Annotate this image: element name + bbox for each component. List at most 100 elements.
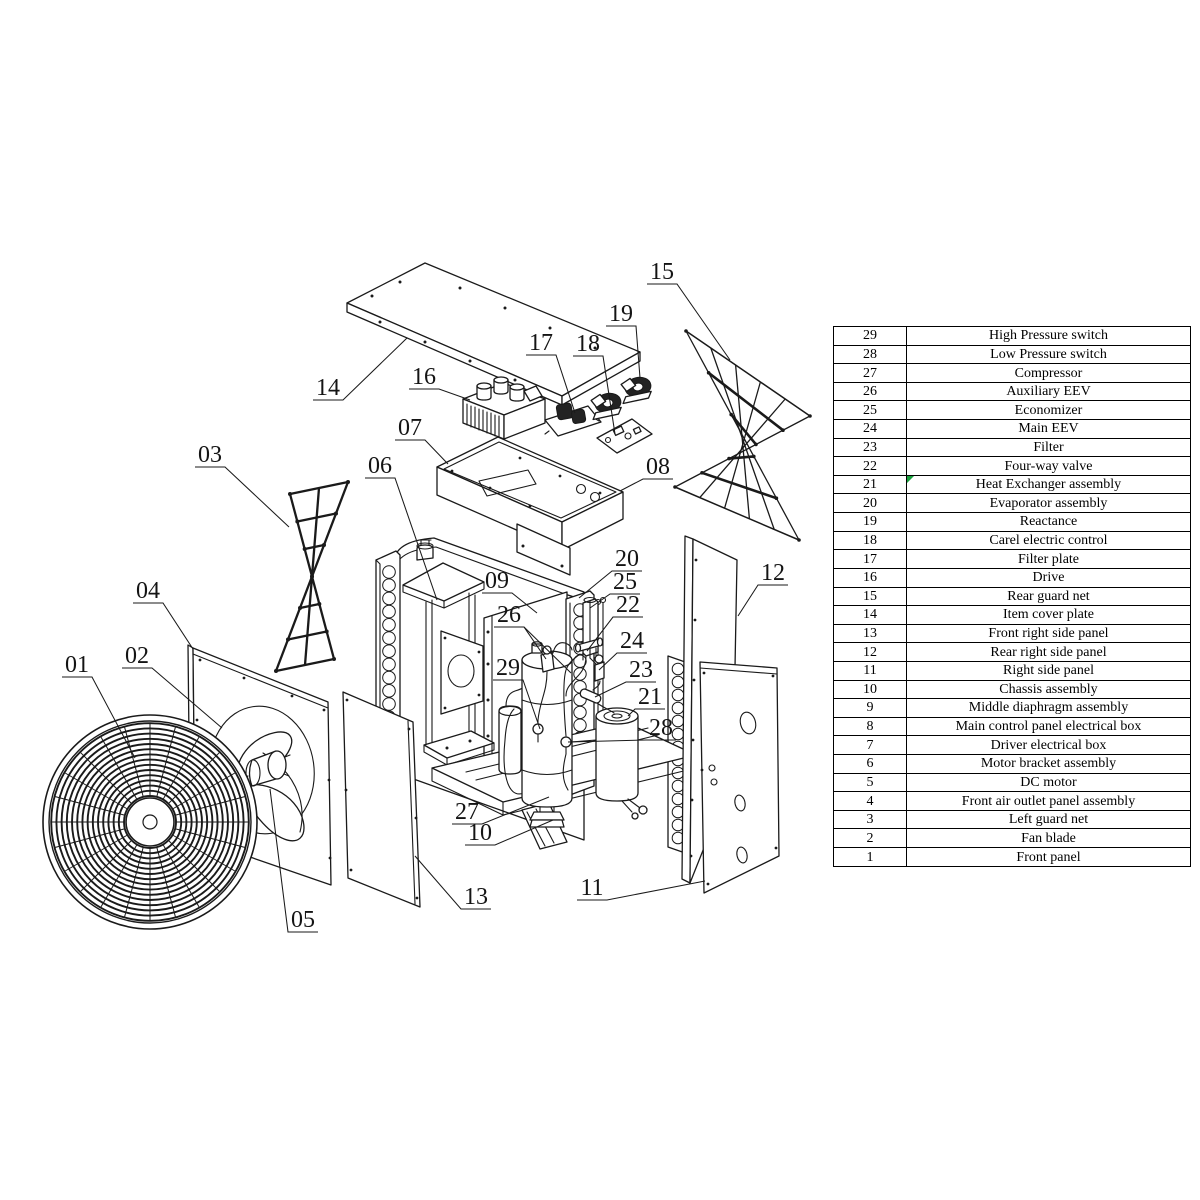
part-number-cell: 25 — [833, 400, 907, 421]
part-number-cell: 2 — [833, 828, 907, 849]
pipe-bonnet — [416, 544, 434, 561]
part-number-cell: 11 — [833, 660, 907, 681]
part-number-cell: 19 — [833, 512, 907, 532]
part-name-cell: Front panel — [906, 847, 1191, 867]
part-name-cell: Driver electrical box — [906, 735, 1191, 756]
front-right-side-panel — [342, 691, 421, 908]
compressor — [498, 641, 573, 828]
part-name-cell: Front air outlet panel assembly — [906, 791, 1191, 811]
low-pressure-switch — [560, 736, 597, 755]
part-number-cell: 24 — [833, 419, 907, 439]
part-label-text: 14 — [316, 375, 340, 401]
part-label-text: 01 — [65, 652, 89, 678]
part-name-cell: Middle diaphragm assembly — [906, 698, 1191, 718]
part-label-29: 29 — [493, 655, 541, 730]
part-name-cell: High Pressure switch — [906, 326, 1191, 346]
part-label-text: 27 — [455, 799, 479, 825]
part-number-cell: 14 — [833, 605, 907, 625]
part-label-text: 15 — [650, 259, 674, 285]
part-label-text: 21 — [638, 684, 662, 710]
part-label-text: 26 — [497, 602, 521, 628]
part-label-02: 02 — [122, 643, 223, 729]
part-number-cell: 20 — [833, 493, 907, 514]
part-label-27: 27 — [452, 796, 550, 825]
part-name-cell: Left guard net — [906, 809, 1191, 830]
part-name-cell: Main EEV — [906, 419, 1191, 439]
main-eev — [594, 654, 605, 682]
electrical-box — [436, 436, 624, 576]
part-number-cell: 26 — [833, 381, 907, 402]
part-label-text: 09 — [485, 568, 509, 594]
part-label-06: 06 — [365, 453, 438, 601]
part-label-text: 19 — [609, 301, 633, 327]
part-number-cell: 6 — [833, 754, 907, 774]
part-name-cell: Main control panel electrical box — [906, 716, 1191, 737]
left-guard-net — [274, 480, 350, 673]
part-name-cell: Economizer — [906, 400, 1191, 421]
front-panel-grille — [42, 714, 258, 930]
part-name-cell: Low Pressure switch — [906, 344, 1191, 365]
part-label-text: 20 — [615, 546, 639, 572]
carel-control-board — [596, 418, 653, 454]
part-label-text: 24 — [620, 628, 644, 654]
filter-plate — [544, 402, 602, 437]
part-label-28: 28 — [567, 715, 676, 743]
part-label-07: 07 — [395, 415, 449, 465]
part-name-cell: Auxiliary EEV — [906, 381, 1191, 402]
cell-comment-marker — [907, 476, 914, 483]
part-number-cell: 12 — [833, 642, 907, 662]
part-name-cell: Carel electric control — [906, 530, 1191, 551]
part-label-text: 08 — [646, 454, 670, 480]
part-label-08: 08 — [619, 454, 673, 492]
part-label-12: 12 — [737, 560, 788, 617]
part-label-14: 14 — [313, 337, 408, 401]
part-name-cell: Four-way valve — [906, 456, 1191, 476]
heat-exchanger — [595, 707, 648, 820]
evaporator-coil-left — [375, 550, 401, 750]
part-number-cell: 15 — [833, 586, 907, 607]
part-label-03: 03 — [195, 442, 290, 528]
part-label-21: 21 — [627, 684, 665, 717]
part-number-cell: 22 — [833, 456, 907, 476]
part-label-20: 20 — [578, 546, 642, 599]
part-label-text: 05 — [291, 907, 315, 933]
part-label-18: 18 — [573, 331, 616, 435]
part-label-text: 25 — [613, 569, 637, 595]
part-number-cell: 27 — [833, 363, 907, 383]
motor-bracket — [402, 562, 495, 766]
part-label-text: 16 — [412, 364, 436, 390]
part-number-cell: 8 — [833, 716, 907, 737]
part-label-01: 01 — [62, 652, 136, 759]
part-number-cell: 10 — [833, 679, 907, 700]
part-name-cell: Filter — [906, 437, 1191, 458]
part-number-cell: 28 — [833, 344, 907, 365]
part-name-cell: Motor bracket assembly — [906, 754, 1191, 774]
part-number-cell: 9 — [833, 698, 907, 718]
part-label-text: 02 — [125, 643, 149, 669]
rear-guard-net — [673, 329, 812, 542]
part-label-text: 12 — [761, 560, 785, 586]
part-label-text: 13 — [464, 884, 488, 910]
part-number-cell: 1 — [833, 847, 907, 867]
part-label-22: 22 — [586, 592, 643, 652]
part-name-cell: Compressor — [906, 363, 1191, 383]
part-number-cell: 16 — [833, 567, 907, 588]
